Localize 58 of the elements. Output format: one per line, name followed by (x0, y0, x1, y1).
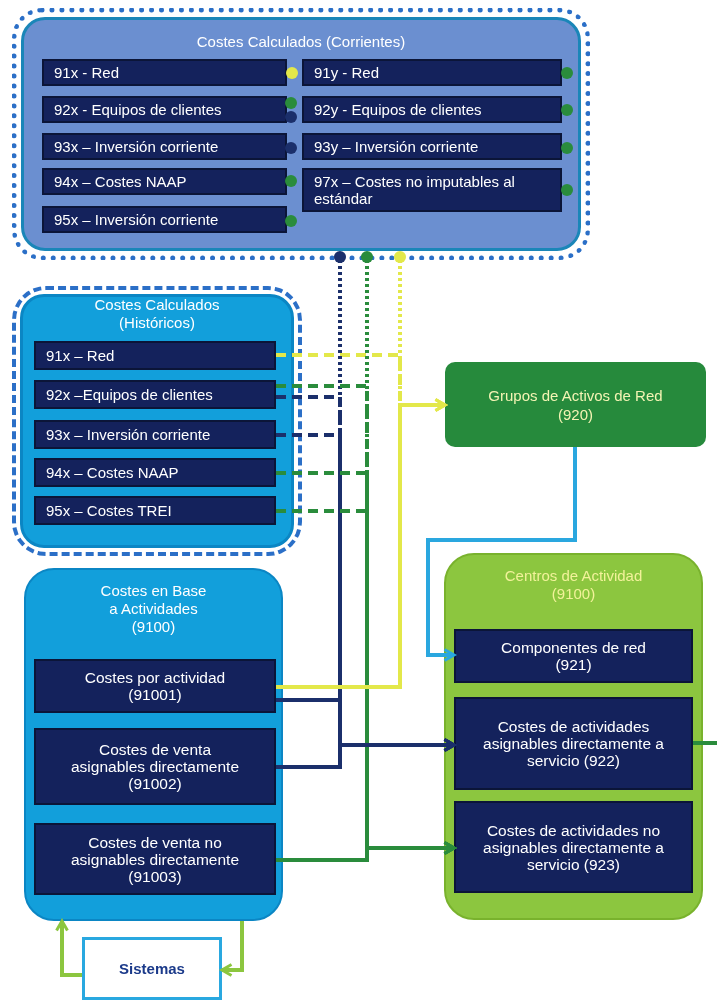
box-label: Grupos de Activos de Red (920) (487, 385, 664, 424)
box-label: 93x – Inversión corriente (54, 138, 219, 155)
box-label: 97x – Costes no imputables al estándar (314, 173, 516, 207)
box-label: 91x - Red (54, 64, 120, 81)
box-label: Componentes de red (921) (500, 639, 647, 673)
box-label: 93y – Inversión corriente (314, 138, 479, 155)
group-panel (444, 553, 703, 920)
item-box (34, 420, 276, 449)
item-box (34, 659, 276, 713)
group-panel (24, 568, 283, 921)
item-box (34, 823, 276, 895)
item-box (34, 496, 276, 525)
box-label: Sistemas (119, 959, 185, 978)
box-label: Costes de actividades no asignables directamente a servicio (923) (482, 821, 665, 873)
process-box (445, 362, 706, 447)
box-label: Costes de venta no asignables directamente (91003) (70, 833, 240, 885)
item-box (42, 206, 287, 233)
item-box (302, 168, 562, 212)
item-box (454, 801, 693, 893)
box-label: 92y - Equipos de clientes (314, 101, 482, 118)
item-box (42, 133, 287, 160)
item-box (34, 728, 276, 805)
box-label: 94x – Costes NAAP (46, 464, 179, 481)
group-title: Costes Calculados (Corrientes) (195, 33, 407, 51)
box-label: 95x – Costes TREI (46, 502, 172, 519)
item-box (34, 341, 276, 370)
group-title: Centros de Actividad (9100) (503, 567, 644, 603)
item-box (454, 697, 693, 790)
box-label: Costes de venta asignables directamente (91002) (70, 741, 240, 792)
item-box (42, 168, 287, 195)
process-box (82, 937, 222, 1000)
group-title: Costes en Base a Actividades (9100) (99, 582, 208, 636)
container-box (12, 8, 590, 260)
box-label: 94x – Costes NAAP (54, 173, 187, 190)
item-box (454, 629, 693, 683)
box-label: 92x - Equipos de clientes (54, 101, 222, 118)
connector-arrow (426, 447, 577, 662)
item-box (42, 59, 287, 86)
box-label: Costes por actividad (91001) (83, 669, 227, 703)
box-label: 91y - Red (314, 64, 380, 81)
box-label: 92x –Equipos de clientes (46, 386, 213, 403)
box-label: Costes de actividades asignables directamente a servicio (922) (482, 718, 665, 769)
connector-arrow (55, 919, 82, 977)
group-title: Costes Calculados (Históricos) (93, 296, 221, 332)
connector-arrow (276, 398, 447, 689)
item-box (34, 380, 276, 409)
item-box (302, 133, 562, 160)
box-label: 95x – Inversión corriente (54, 211, 219, 228)
item-box (302, 96, 562, 123)
item-box (34, 458, 276, 487)
connector-arrow (220, 921, 244, 977)
container-box (12, 286, 302, 556)
box-label: 93x – Inversión corriente (46, 426, 211, 443)
item-box (302, 59, 562, 86)
connector-arrow (276, 738, 456, 769)
connector-arrow (276, 841, 456, 862)
item-box (42, 96, 287, 123)
box-label: 91x – Red (46, 347, 115, 364)
